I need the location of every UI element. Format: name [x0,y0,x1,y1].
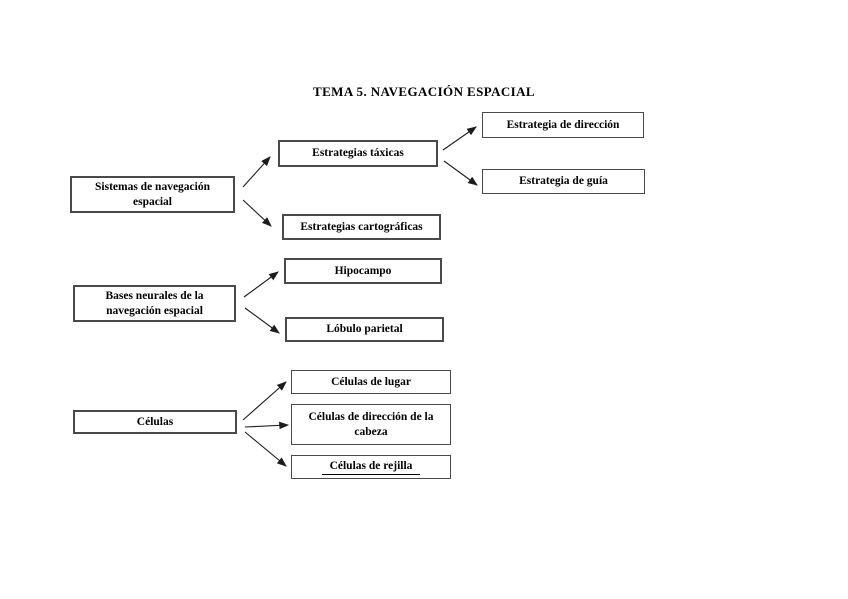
page-title: TEMA 5. NAVEGACIÓN ESPACIAL [313,84,535,99]
node-sistemas-de-navegacion-espacial: Sistemas de navegación espacial [70,176,235,213]
node-label: Células de lugar [331,375,411,388]
node-celulas-de-lugar: Células de lugar [291,370,451,394]
node-celulas-de-direccion-de-la-cabeza: Células de dirección de la cabeza [291,404,451,445]
arrow-taxicas-to-guia [443,160,478,186]
node-hipocampo: Hipocampo [284,258,442,284]
node-lobulo-parietal: Lóbulo parietal [285,317,444,342]
node-label: Hipocampo [334,264,392,277]
node-bases-neurales: Bases neurales de la navegación espacial [73,285,236,322]
arrow-sistemas-to-taxicas [242,156,271,188]
node-label: Lóbulo parietal [326,323,403,336]
node-label: Células de dirección de la cabeza [308,410,434,438]
arrow-bases-to-lobulo [244,307,280,334]
node-label: Células [136,415,174,428]
arrow-taxicas-to-direccion [442,126,477,151]
node-estrategias-taxicas: Estrategias táxicas [278,140,438,167]
arrow-celulas-to-cabeza [244,421,290,430]
node-label: Células de rejilla [321,459,421,476]
arrow-bases-to-hipocampo [243,271,279,298]
node-estrategia-de-guia: Estrategia de guía [482,169,645,194]
node-estrategia-de-direccion: Estrategia de dirección [482,112,644,138]
node-celulas: Células [73,410,237,434]
node-label: Estrategia de guía [519,175,608,188]
arrow-sistemas-to-cartograficas [242,199,272,227]
node-label: Estrategia de dirección [506,118,620,131]
arrow-celulas-to-lugar [242,381,287,421]
node-estrategias-cartograficas: Estrategias cartográficas [282,214,441,240]
node-label: Bases neurales de la navegación espacial [105,289,204,317]
node-label: Estrategias táxicas [312,147,404,160]
node-label: Sistemas de navegación espacial [95,180,210,208]
arrow-celulas-to-rejilla [244,431,287,467]
node-label: Estrategias cartográficas [300,220,423,233]
node-celulas-de-rejilla: Células de rejilla [291,455,451,479]
